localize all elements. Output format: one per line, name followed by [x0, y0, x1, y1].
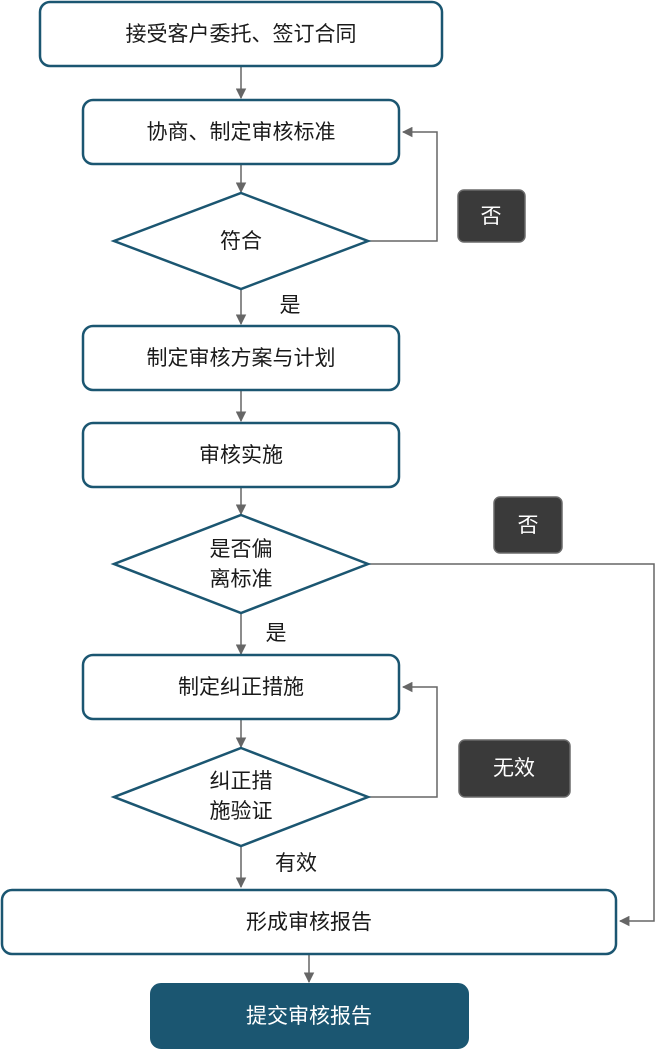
edge-label-yes-deviate: 是: [266, 621, 287, 645]
node-audit-plan-label: 制定审核方案与计划: [147, 346, 336, 370]
decision-verify-label-line2: 施验证: [210, 799, 273, 823]
decision-deviate-label-line1: 是否偏: [210, 537, 273, 561]
tag-no-conform-label: 否: [481, 204, 502, 228]
decision-verify-label-line1: 纠正措: [210, 769, 273, 793]
arrow-conform-no-loop: [368, 126, 438, 242]
decision-deviate: 是否偏 离标准: [110, 513, 372, 615]
connectors: [235, 66, 655, 984]
tag-no-deviate-label: 否: [518, 513, 539, 537]
decision-conform-label: 符合: [220, 229, 262, 253]
node-negotiate-standard: 协商、制定审核标准: [81, 98, 401, 166]
node-form-report-label: 形成审核报告: [246, 910, 372, 934]
arrow-deviate-no-to-report: [368, 563, 655, 927]
arrow-verify-invalid-loop: [368, 681, 438, 798]
node-audit-execute: 审核实施: [81, 421, 401, 489]
tag-invalid: 无效: [458, 739, 571, 798]
node-audit-execute-label: 审核实施: [199, 443, 283, 467]
node-negotiate-standard-label: 协商、制定审核标准: [147, 120, 336, 144]
node-accept-entrust-label: 接受客户委托、签订合同: [126, 22, 357, 46]
edge-label-valid: 有效: [275, 851, 317, 875]
node-form-report: 形成审核报告: [0, 888, 618, 956]
node-accept-entrust: 接受客户委托、签订合同: [38, 0, 444, 68]
tag-no-conform: 否: [457, 189, 526, 243]
decision-verify: 纠正措 施验证: [110, 746, 372, 848]
decision-deviate-label-line2: 离标准: [210, 567, 273, 591]
node-submit-report: 提交审核报告: [150, 983, 469, 1049]
tag-no-deviate: 否: [493, 496, 563, 554]
node-submit-report-label: 提交审核报告: [246, 1004, 372, 1028]
node-corrective-action-label: 制定纠正措施: [178, 675, 304, 699]
node-audit-plan: 制定审核方案与计划: [81, 324, 401, 392]
node-corrective-action: 制定纠正措施: [81, 653, 401, 721]
edge-label-yes-conform: 是: [280, 293, 301, 317]
decision-conform: 符合: [110, 191, 372, 291]
tag-invalid-label: 无效: [493, 756, 535, 780]
